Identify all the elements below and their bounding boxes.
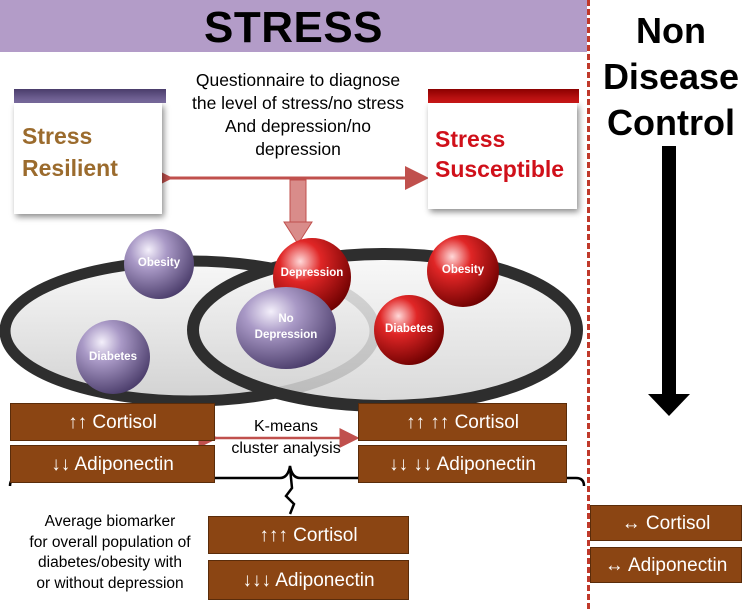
average-biomarker-text: Average biomarker for overall population… (10, 512, 210, 594)
susceptible-cortisol-box: ↑↑ ↑↑ Cortisol (358, 403, 567, 441)
control-title-line: Disease (602, 56, 740, 97)
control-adiponectin-box: ↔ Adiponectin (590, 547, 742, 583)
susceptible-label-line: Stress (435, 126, 506, 152)
average-line: diabetes/obesity with (38, 554, 182, 571)
diabetes-sphere-right (374, 295, 444, 365)
control-title: Non Disease Control (592, 8, 750, 146)
resilient-label-line: Resilient (22, 155, 118, 181)
control-divider (587, 0, 590, 609)
average-cortisol-box: ↑↑↑ Cortisol (208, 516, 409, 554)
resilient-label-line: Stress (22, 123, 93, 149)
resilient-header-bar (14, 89, 166, 103)
resilient-callout-tail (120, 210, 156, 236)
questionnaire-line: Questionnaire to diagnose (195, 70, 401, 90)
questionnaire-text: Questionnaire to diagnose the level of s… (170, 69, 426, 161)
no-depression-sphere (236, 287, 336, 369)
questionnaire-line: And depression/no (225, 116, 371, 136)
control-cortisol-box: ↔ Cortisol (590, 505, 742, 541)
kmeans-line: cluster analysis (231, 440, 341, 457)
down-arrow-shaft (662, 146, 676, 398)
control-title-line: Control (607, 102, 735, 143)
average-line: for overall population of (29, 533, 191, 551)
average-line: or without depression (36, 574, 184, 592)
susceptible-label-line: Susceptible (435, 156, 565, 182)
obesity-sphere-left (124, 229, 194, 299)
question-down-arrow-head (283, 221, 313, 245)
susceptible-adiponectin-box: ↓↓ ↓↓ Adiponectin (358, 445, 567, 483)
resilient-callout (14, 103, 162, 214)
average-squiggle (284, 467, 296, 515)
stress-banner (0, 0, 587, 52)
susceptible-header-bar (428, 89, 579, 103)
resilient-cortisol-box: ↑↑ Cortisol (10, 403, 215, 441)
average-adiponectin-box: ↓↓↓ Adiponectin (208, 560, 409, 600)
susceptible-callout-tail (432, 205, 468, 232)
kmeans-text: K-means cluster analysis (213, 416, 359, 460)
down-arrow-icon (648, 394, 690, 416)
questionnaire-line: depression (255, 139, 341, 159)
susceptible-callout (428, 103, 577, 209)
susceptible-label: Stress Susceptible (435, 124, 580, 184)
diabetes-sphere-left (76, 320, 150, 394)
obesity-sphere-right (427, 235, 499, 307)
questionnaire-line: the level of stress/no stress (191, 93, 405, 113)
resilient-label: Stress Resilient (22, 120, 162, 184)
resilient-adiponectin-box: ↓↓ Adiponectin (10, 445, 215, 483)
kmeans-line: K-means (253, 418, 319, 435)
average-line: Average biomarker (44, 513, 176, 530)
stress-title: STRESS (203, 3, 384, 52)
control-title-line: Non (636, 10, 706, 51)
question-down-arrow-shaft (289, 179, 307, 223)
